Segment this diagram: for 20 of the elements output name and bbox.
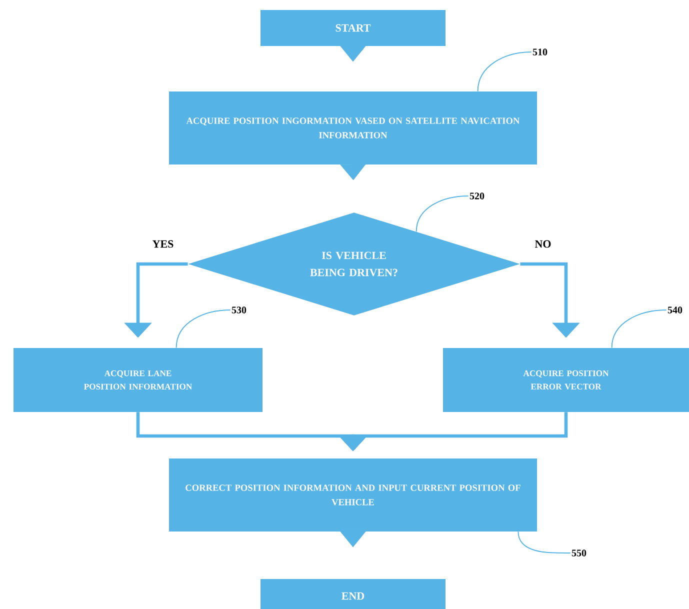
- edge-label: YES: [152, 240, 174, 248]
- reference-number: 540: [668, 306, 682, 314]
- leader-line: [416, 195, 469, 232]
- leader-line: [611, 309, 667, 348]
- reference-number: 520: [470, 192, 484, 200]
- arrow: [340, 531, 366, 548]
- process-box: CORRECT POSITION INFORMATION AND INPUT CURRENT POSITION OF VEHICLE: [169, 458, 537, 532]
- reference-number: 530: [232, 306, 246, 314]
- process-box: ACQUIRE LANE POSITION INFORMATION: [14, 348, 262, 412]
- arrow: [340, 46, 366, 62]
- process-box: ACQUIRE POSITION ERROR VECTOR: [443, 348, 689, 412]
- edge-label: NO: [534, 240, 551, 248]
- reference-number: 550: [572, 550, 586, 556]
- arrow: [340, 164, 366, 180]
- process-box: END: [260, 578, 446, 609]
- reference-number: 510: [532, 48, 548, 56]
- leader-line: [477, 51, 532, 92]
- process-box: ACQUIRE POSITION INGORMATION VASED ON SATELLITE NAVICATION INFORMATION: [169, 92, 537, 164]
- leader-line: [176, 309, 231, 348]
- leader-line: [518, 531, 571, 554]
